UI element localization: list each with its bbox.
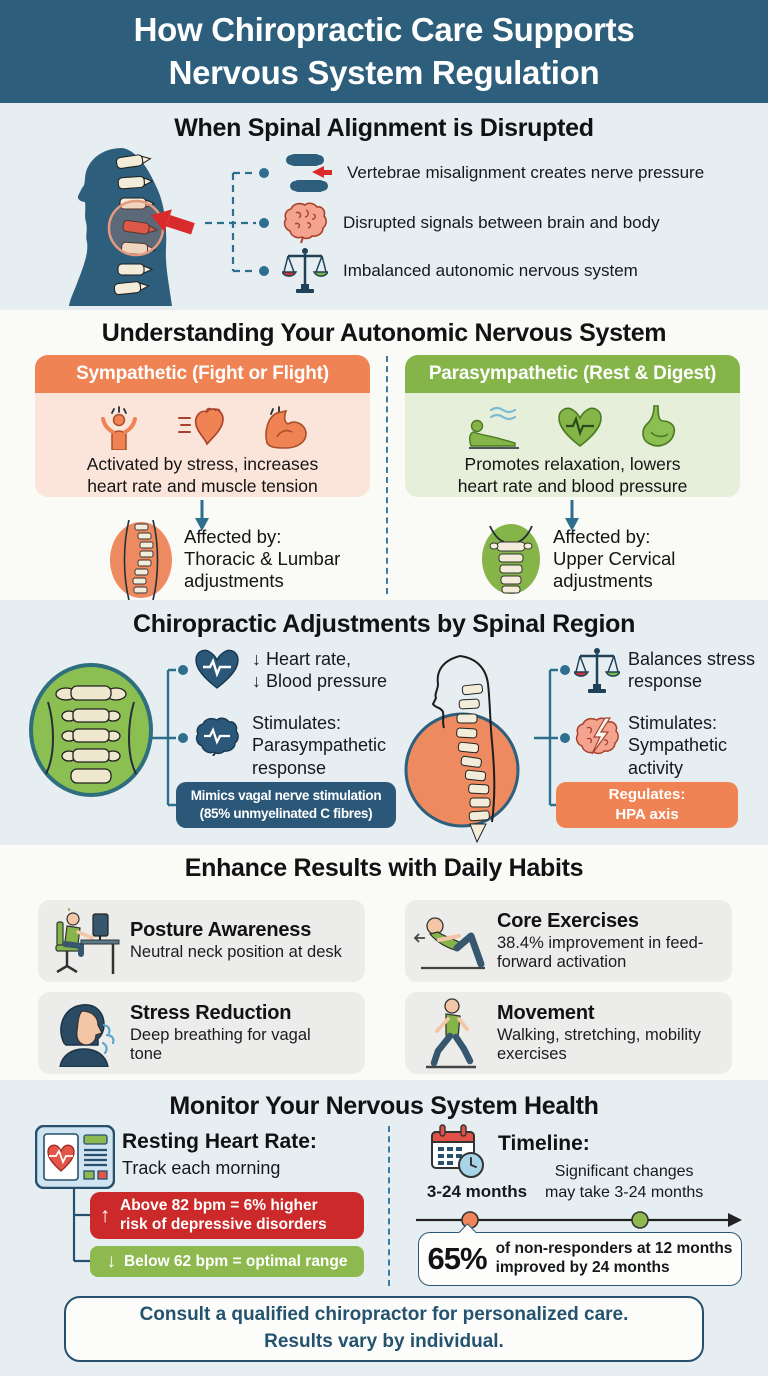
habit-card-core: Core Exercises 38.4% improvement in feed… bbox=[405, 900, 732, 982]
habit-desc: Deep breathing for vagal tone bbox=[130, 1025, 311, 1063]
section-daily-habits: Enhance Results with Daily Habits bbox=[0, 845, 768, 1080]
down-arrow-icon: ↓ bbox=[106, 1250, 116, 1272]
stat-text: of non-responders at 12 months improved … bbox=[495, 1240, 733, 1276]
habit-title: Movement bbox=[497, 1001, 595, 1024]
section-heading: Enhance Results with Daily Habits bbox=[184, 854, 584, 882]
timeline-arrow bbox=[416, 1211, 742, 1229]
misaligned-vertebrae-icon bbox=[286, 154, 332, 192]
timeline-right-label: Significant changes may take 3-24 months bbox=[545, 1163, 704, 1201]
situp-exercise-icon bbox=[413, 917, 485, 970]
section-spinal-regions: Chiropractic Adjustments by Spinal Regio… bbox=[0, 600, 768, 845]
walking-person-icon bbox=[426, 998, 476, 1069]
header-banner: How Chiropractic Care Supports Nervous S… bbox=[0, 0, 768, 103]
dashed-connectors bbox=[205, 168, 269, 276]
footer-line1: Consult a qualified chiropractor for per… bbox=[139, 1304, 629, 1326]
habit-desc: Neutral neck position at desk bbox=[130, 943, 342, 962]
section-autonomic-nervous-system: Understanding Your Autonomic Nervous Sys… bbox=[0, 310, 768, 600]
section-monitor-health: Monitor Your Nervous System Health Resti… bbox=[0, 1080, 768, 1376]
footer-line2: Results vary by individual. bbox=[264, 1331, 504, 1352]
habit-title: Core Exercises bbox=[497, 909, 639, 932]
section-heading: Chiropractic Adjustments by Spinal Regio… bbox=[132, 610, 636, 638]
desk-posture-icon bbox=[55, 908, 120, 974]
page-title-line1: How Chiropractic Care Supports bbox=[133, 11, 635, 49]
brain-pulse-navy-icon bbox=[195, 717, 239, 756]
footer-disclaimer: Consult a qualified chiropractor for per… bbox=[64, 1296, 704, 1362]
heart-pulse-navy-icon bbox=[195, 649, 239, 689]
dashed-divider bbox=[388, 1126, 390, 1286]
brain-icon bbox=[283, 202, 327, 244]
neck-misalignment-illustration bbox=[69, 148, 195, 306]
resting-heart-rate-title: Resting Heart Rate: bbox=[122, 1130, 317, 1153]
bullet-row: Imbalanced autonomic nervous system bbox=[282, 247, 638, 295]
balance-scale-icon bbox=[282, 248, 328, 293]
responder-stat-callout: 65% of non-responders at 12 months impro… bbox=[418, 1223, 742, 1286]
bullet-row: Disrupted signals between brain and body bbox=[282, 199, 660, 247]
dashed-divider bbox=[386, 356, 388, 594]
down-arrow-icon bbox=[565, 500, 579, 531]
section-heading: Understanding Your Autonomic Nervous Sys… bbox=[101, 319, 667, 347]
cervical-bullet1-text: ↓ Heart rate, ↓ Blood pressure bbox=[252, 649, 388, 692]
page-title-line2: Nervous System Regulation bbox=[168, 53, 600, 91]
bullet-row: Vertebrae misalignment creates nerve pre… bbox=[282, 149, 704, 197]
cervical-spine-circle-icon bbox=[482, 524, 540, 594]
thoracic-bullet2-text: Stimulates: Sympathetic activity bbox=[628, 713, 728, 778]
habit-title: Posture Awareness bbox=[130, 919, 312, 942]
red-arrow bbox=[151, 209, 195, 235]
habit-card-stress: Stress Reduction Deep breathing for vaga… bbox=[38, 992, 365, 1074]
stomach-icon bbox=[641, 404, 675, 447]
habit-title: Stress Reduction bbox=[130, 1001, 292, 1024]
stat-value: 65% bbox=[427, 1241, 488, 1276]
thoracic-bullet1-text: Balances stress response bbox=[628, 649, 756, 692]
parasympathetic-desc-line1: Promotes relaxation, lowers bbox=[464, 454, 681, 475]
high-bpm-badge: ↑ Above 82 bpm = 6% higher risk of depre… bbox=[90, 1192, 364, 1239]
sympathetic-card-header: Sympathetic (Fight or Flight) bbox=[35, 355, 370, 393]
bullet-text: Disrupted signals between brain and body bbox=[343, 213, 660, 232]
section-heading: Monitor Your Nervous System Health bbox=[169, 1092, 599, 1120]
timeline-dot-late bbox=[631, 1211, 649, 1229]
heart-pulse-icon bbox=[557, 407, 602, 447]
habit-desc: Walking, stretching, mobility exercises bbox=[497, 1025, 701, 1063]
muscle-arm-icon bbox=[264, 405, 307, 449]
parasympathetic-card: Parasympathetic (Rest & Digest) bbox=[405, 355, 740, 497]
thoracic-spine-circle-icon bbox=[110, 520, 172, 600]
hpa-axis-badge: Regulates: HPA axis bbox=[556, 782, 738, 828]
parasympathetic-card-header: Parasympathetic (Rest & Digest) bbox=[405, 355, 740, 393]
vagal-stimulation-badge: Mimics vagal nerve stimulation (85% unmy… bbox=[176, 782, 396, 828]
bullet-text: Vertebrae misalignment creates nerve pre… bbox=[347, 163, 705, 182]
habit-card-movement: Movement Walking, stretching, mobility e… bbox=[405, 992, 732, 1074]
monitor-connector-lines bbox=[72, 1189, 90, 1263]
cervical-region-illustration bbox=[29, 663, 153, 797]
calendar-clock-icon bbox=[431, 1124, 484, 1178]
up-arrow-icon: ↑ bbox=[99, 1203, 111, 1227]
sympathetic-desc-line1: Activated by stress, increases bbox=[86, 454, 319, 475]
relaxing-person-icon bbox=[468, 406, 519, 449]
resting-heart-rate-subtitle: Track each morning bbox=[122, 1158, 281, 1178]
sympathetic-card: Sympathetic (Fight or Flight) bbox=[35, 355, 370, 497]
brain-lightning-icon bbox=[575, 717, 619, 755]
habit-card-posture: Posture Awareness Neutral neck position … bbox=[38, 900, 365, 982]
parasympathetic-desc-line2: heart rate and blood pressure bbox=[457, 475, 688, 496]
sympathetic-desc-line2: heart rate and muscle tension bbox=[87, 475, 318, 496]
section-spinal-disruption: When Spinal Alignment is Disrupted bbox=[0, 103, 768, 310]
section-heading: When Spinal Alignment is Disrupted bbox=[174, 114, 594, 142]
timeline-left-label: 3-24 months bbox=[426, 1182, 528, 1201]
down-arrow-icon bbox=[195, 500, 209, 531]
timeline-title: Timeline: bbox=[498, 1132, 590, 1155]
thoracic-region-illustration bbox=[404, 655, 520, 844]
deep-breathing-icon bbox=[59, 1004, 115, 1067]
cervical-bullet2-text: Stimulates: Parasympathetic response bbox=[252, 713, 387, 778]
sympathetic-affected-text: Affected by: Thoracic & Lumbar adjustmen… bbox=[184, 526, 341, 591]
stressed-person-icon bbox=[100, 405, 137, 450]
parasympathetic-affected-text: Affected by: Upper Cervical adjustments bbox=[553, 526, 676, 591]
bullet-text: Imbalanced autonomic nervous system bbox=[343, 261, 638, 280]
habit-desc: 38.4% improvement in feed-forward activa… bbox=[497, 933, 704, 971]
low-bpm-badge: ↓ Below 62 bpm = optimal range bbox=[90, 1246, 364, 1277]
heart-monitor-icon bbox=[35, 1125, 115, 1189]
racing-heart-icon bbox=[177, 407, 224, 446]
balance-scale-icon bbox=[574, 648, 620, 693]
